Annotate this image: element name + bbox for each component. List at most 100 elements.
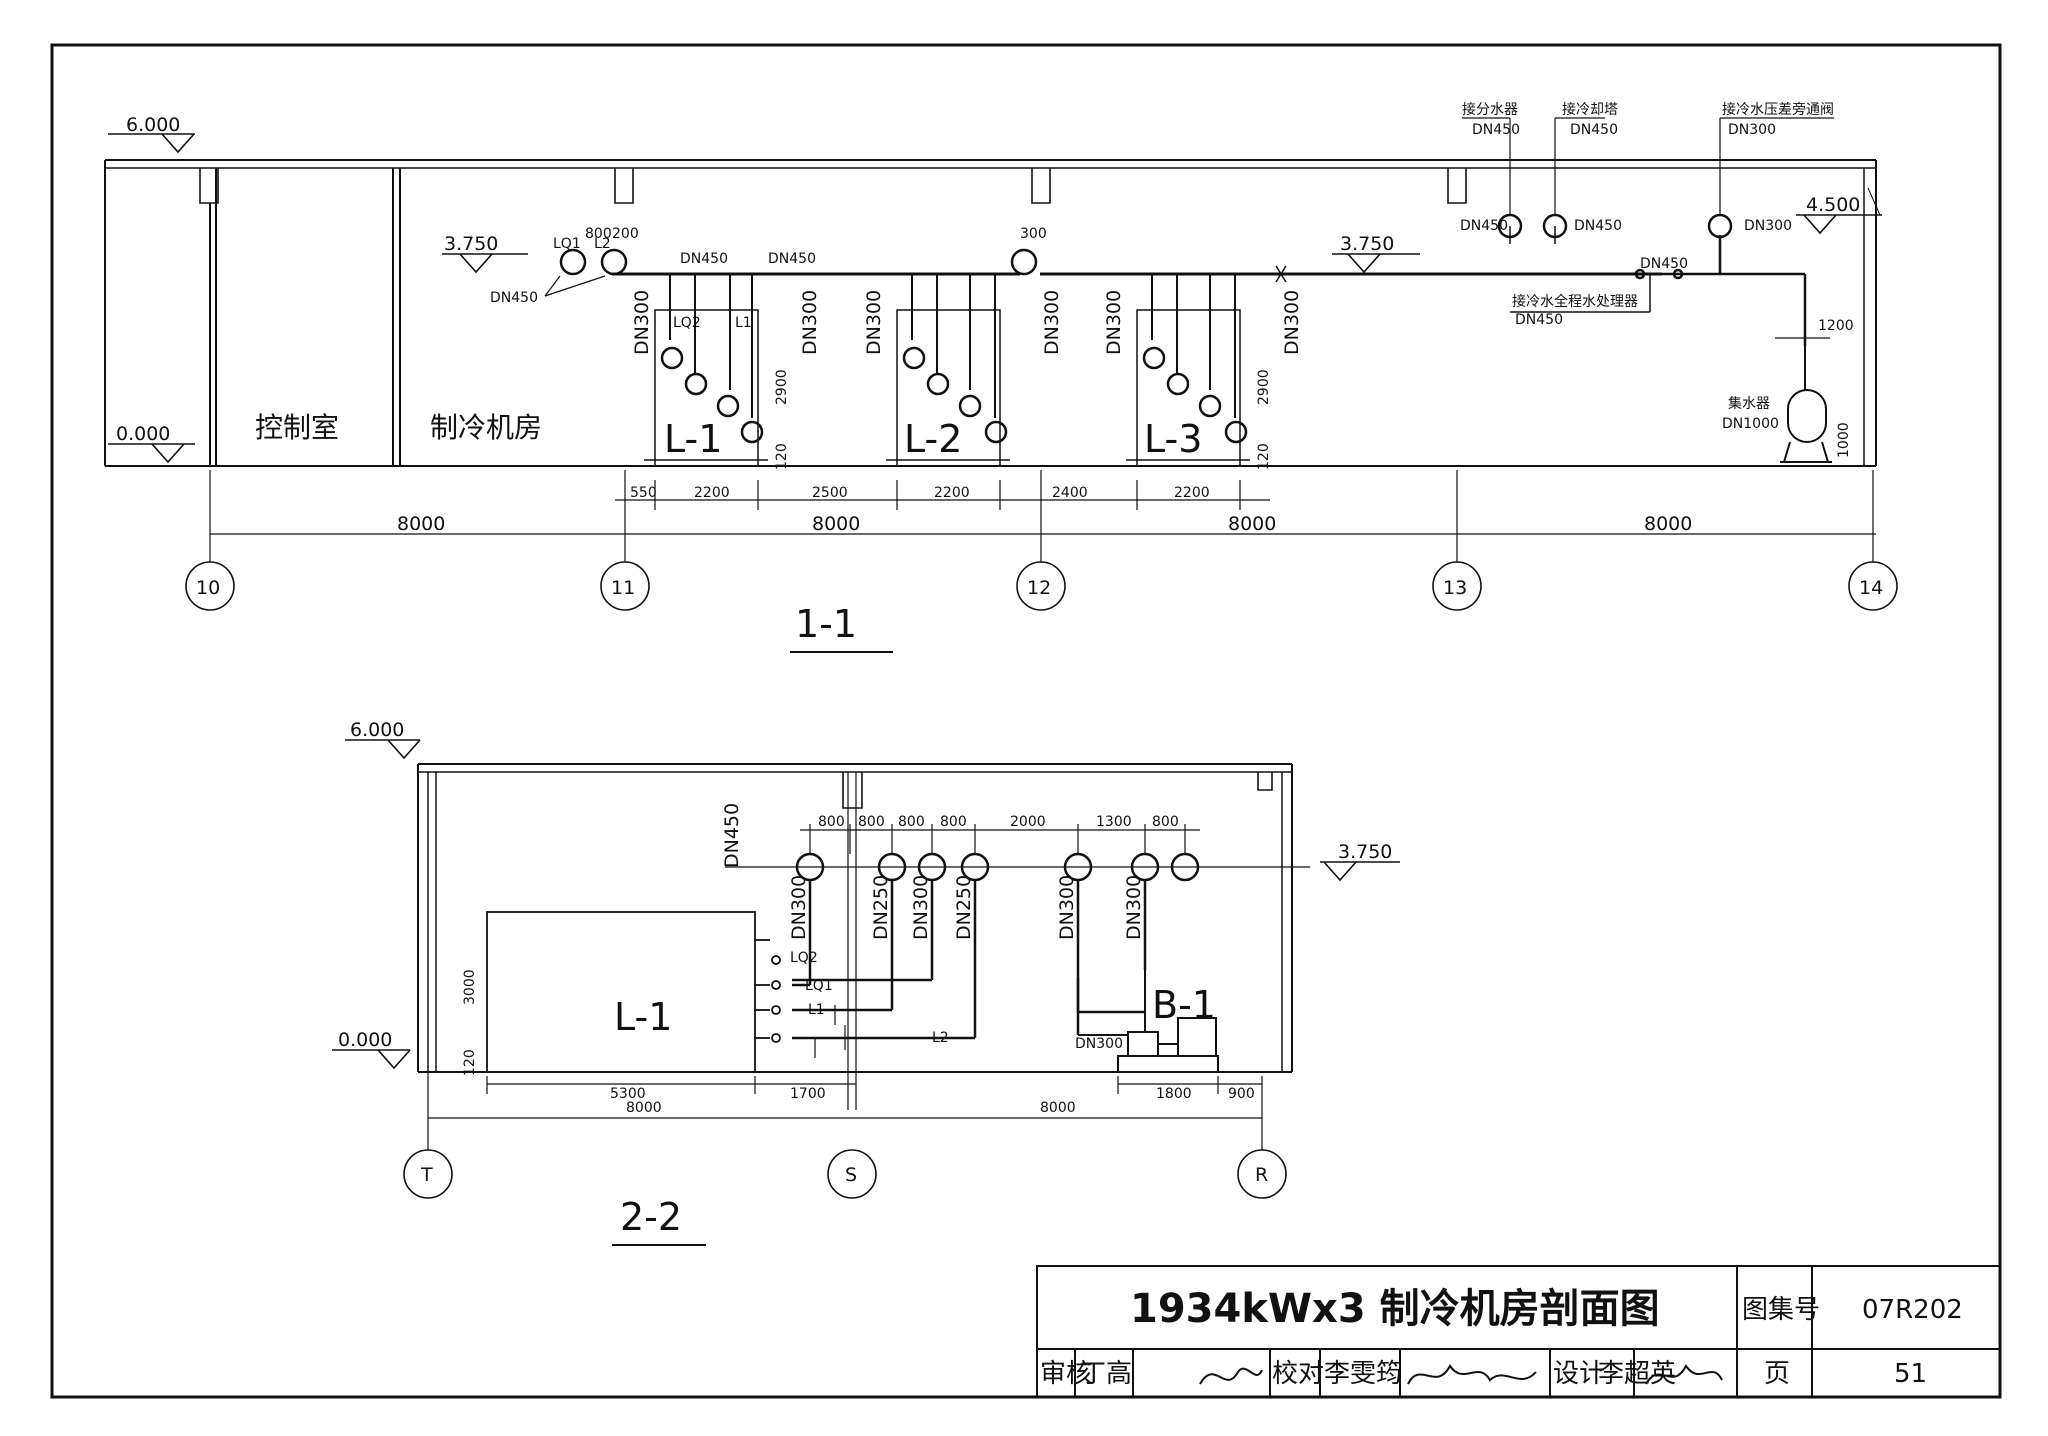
label-lq2-2: LQ2 <box>790 950 818 966</box>
top-dim-2: 800 <box>858 814 885 830</box>
riser-leaders-1 <box>544 117 1834 297</box>
chiller-unit-L2 <box>886 274 1010 467</box>
axis-bubbles-2 <box>403 1149 1287 1199</box>
elev-pipe-2-text: 3.750 <box>1338 841 1392 863</box>
dim-200: 200 <box>612 226 639 242</box>
label-lq2: LQ2 <box>673 315 701 331</box>
pipe-label-2-5: DN250 <box>953 875 975 940</box>
conn-dn450-r2: DN450 <box>1574 218 1622 234</box>
riser-circles-1 <box>559 213 1733 280</box>
label-l1: L1 <box>735 315 752 331</box>
page-label: 页 <box>1764 1359 1790 1389</box>
designer-signature <box>1645 1364 1723 1385</box>
title-block <box>1036 1265 2001 1398</box>
pipe-dn300-5: DN300 <box>1103 290 1125 355</box>
collector-tank <box>1780 346 1832 463</box>
conn-water-treat-dn: DN450 <box>1515 312 1563 328</box>
sub-dim-2-1: 5300 <box>610 1086 646 1102</box>
pipe-dn300-1: DN300 <box>631 290 653 355</box>
bay-dim-3: 8000 <box>1228 513 1276 535</box>
axis-14: 14 <box>1859 577 1883 599</box>
elevation-marker-pipe-mid <box>1332 253 1420 274</box>
designer-name: 李超英 <box>1598 1359 1676 1389</box>
pipe-label-2-2: DN300 <box>788 875 810 940</box>
pipe-label-2-3: DN250 <box>870 875 892 940</box>
conn-water-treat: 接冷水全程水处理器 <box>1512 293 1638 310</box>
conn-distributor: 接分水器 <box>1462 101 1518 118</box>
chiller-L2-label: L-2 <box>904 417 962 461</box>
collector-label: 集水器 <box>1728 395 1770 412</box>
axis-10: 10 <box>196 577 220 599</box>
conn-distributor-dn: DN450 <box>1472 122 1520 138</box>
bay-dim-1: 8000 <box>397 513 445 535</box>
axis-S: S <box>845 1164 857 1186</box>
pipe-dn300-2: DN300 <box>799 290 821 355</box>
pipe-label-2-1: DN450 <box>721 803 743 868</box>
main-pipe-1 <box>612 226 1830 346</box>
axis-T: T <box>420 1164 433 1186</box>
conn-dn450-r1: DN450 <box>1460 218 1508 234</box>
chiller-unit-L1 <box>644 274 768 467</box>
elev-pipe-mid-text: 3.750 <box>1340 233 1394 255</box>
sub-dim-6: 2200 <box>1174 485 1210 501</box>
elevation-marker-roof-1 <box>108 133 195 154</box>
atlas-label: 图集号 <box>1742 1295 1820 1325</box>
dim-120-2: 120 <box>462 1049 478 1076</box>
dim-1200: 1200 <box>1818 318 1854 334</box>
pump-label: B-1 <box>1152 983 1216 1027</box>
elev-roof-1-text: 6.000 <box>126 114 180 136</box>
reviewer-signature <box>1199 1367 1263 1385</box>
pipe-dn450-a: DN450 <box>490 290 538 306</box>
pipe-label-2-6: DN300 <box>1056 875 1078 940</box>
dim-2900-b: 2900 <box>1256 369 1272 405</box>
top-dim-6: 1300 <box>1096 814 1132 830</box>
pipe-label-2-4: DN300 <box>910 875 932 940</box>
sub-dim-5: 2400 <box>1052 485 1088 501</box>
dim-300: 300 <box>1020 226 1047 242</box>
sub-dim-1: 550 <box>630 485 657 501</box>
dim-2900-a: 2900 <box>774 369 790 405</box>
bay-dim-4: 8000 <box>1644 513 1692 535</box>
sub-dim-2-2: 1700 <box>790 1086 826 1102</box>
chiller-2-label: L-1 <box>614 995 672 1039</box>
dim-120-a: 120 <box>774 443 790 470</box>
checker-name: 李雯筠 <box>1324 1359 1402 1389</box>
pump-dn: DN300 <box>1075 1036 1123 1052</box>
axis-bubbles-1 <box>185 561 1898 611</box>
conn-dn300-r: DN300 <box>1744 218 1792 234</box>
label-lq1: LQ1 <box>553 236 581 252</box>
dimension-top-2 <box>800 824 1200 854</box>
check-label: 校对 <box>1272 1359 1324 1389</box>
atlas-number: 07R202 <box>1862 1295 1963 1325</box>
title-block-title: 1934kWx3 制冷机房剖面图 <box>1130 1286 1660 1332</box>
top-dim-4: 800 <box>940 814 967 830</box>
top-dim-3: 800 <box>898 814 925 830</box>
design-label: 设计 <box>1553 1359 1605 1389</box>
elev-floor-1-text: 0.000 <box>116 423 170 445</box>
room-chiller-label: 制冷机房 <box>430 411 542 444</box>
axis-13: 13 <box>1443 577 1467 599</box>
sub-dim-2: 2200 <box>694 485 730 501</box>
room-control-label: 控制室 <box>255 411 339 444</box>
chiller-L1-label: L-1 <box>664 417 722 461</box>
pipe-dn450-c: DN450 <box>768 251 816 267</box>
elevation-marker-pipe-2 <box>1320 861 1400 882</box>
chiller-unit-2 <box>486 911 781 1073</box>
collector-dn: DN1000 <box>1722 416 1779 432</box>
pipe-dn300-4: DN300 <box>1041 290 1063 355</box>
section-1-1 <box>104 159 1881 467</box>
section-1-title: 1-1 <box>795 602 857 646</box>
elevation-marker-floor-1 <box>108 443 195 464</box>
sub-dim-2-4: 900 <box>1228 1086 1255 1102</box>
pipe-label-2-7: DN300 <box>1123 875 1145 940</box>
pipe-dn300-3: DN300 <box>863 290 885 355</box>
pump-unit <box>1078 970 1219 1073</box>
elevation-marker-floor-2 <box>332 1049 411 1070</box>
elev-floor-2-text: 0.000 <box>338 1029 392 1051</box>
sub-dim-4: 2200 <box>934 485 970 501</box>
pipe-dn300-6: DN300 <box>1281 290 1303 355</box>
elev-pipe-right-text: 4.500 <box>1806 194 1860 216</box>
axis-12: 12 <box>1027 577 1051 599</box>
label-l2: L2 <box>594 236 611 252</box>
